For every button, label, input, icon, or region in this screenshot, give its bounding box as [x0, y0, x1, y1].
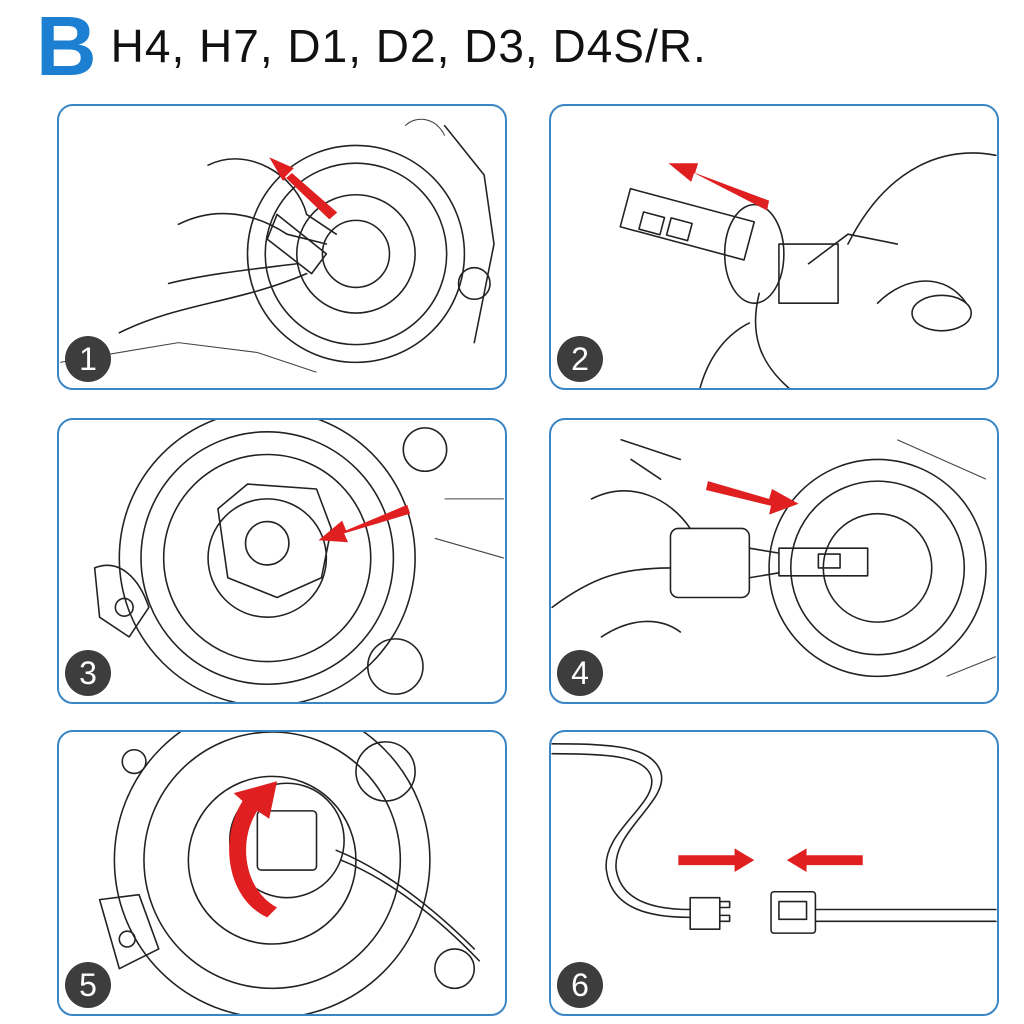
step-number-badge: 1 [65, 336, 111, 382]
bulb-types-title: H4, H7, D1, D2, D3, D4S/R. [110, 20, 707, 72]
step-6-panel: 6 [549, 730, 999, 1016]
step-2-panel: 2 [549, 104, 999, 390]
step-number-badge: 4 [557, 650, 603, 696]
step-4-panel: 4 [549, 418, 999, 704]
title-header: B H4, H7, D1, D2, D3, D4S/R. [36, 0, 707, 93]
direction-arrow [705, 481, 799, 515]
push-arrow-right [786, 848, 863, 873]
step-number-badge: 3 [65, 650, 111, 696]
direction-arrow [668, 163, 770, 211]
step-number-badge: 2 [557, 336, 603, 382]
insert-led-bulb-illustration [551, 438, 997, 678]
step-number-badge: 6 [557, 962, 603, 1008]
direction-arrow [318, 504, 411, 543]
direction-arrow [269, 157, 338, 220]
rotation-arrow [229, 781, 278, 918]
remove-stock-bulb-illustration [60, 118, 495, 373]
connect-plug-illustration [551, 743, 997, 934]
rotate-to-lock-illustration [98, 732, 480, 1014]
headlight-socket-illustration [93, 420, 505, 702]
section-letter: B [36, 0, 97, 93]
step-5-panel: 5 [57, 730, 507, 1016]
push-arrow-left [678, 848, 755, 873]
remove-bulb-retainer-illustration [619, 152, 997, 388]
step-number-badge: 5 [65, 962, 111, 1008]
step-3-panel: 3 [57, 418, 507, 704]
step-1-panel: 1 [57, 104, 507, 390]
